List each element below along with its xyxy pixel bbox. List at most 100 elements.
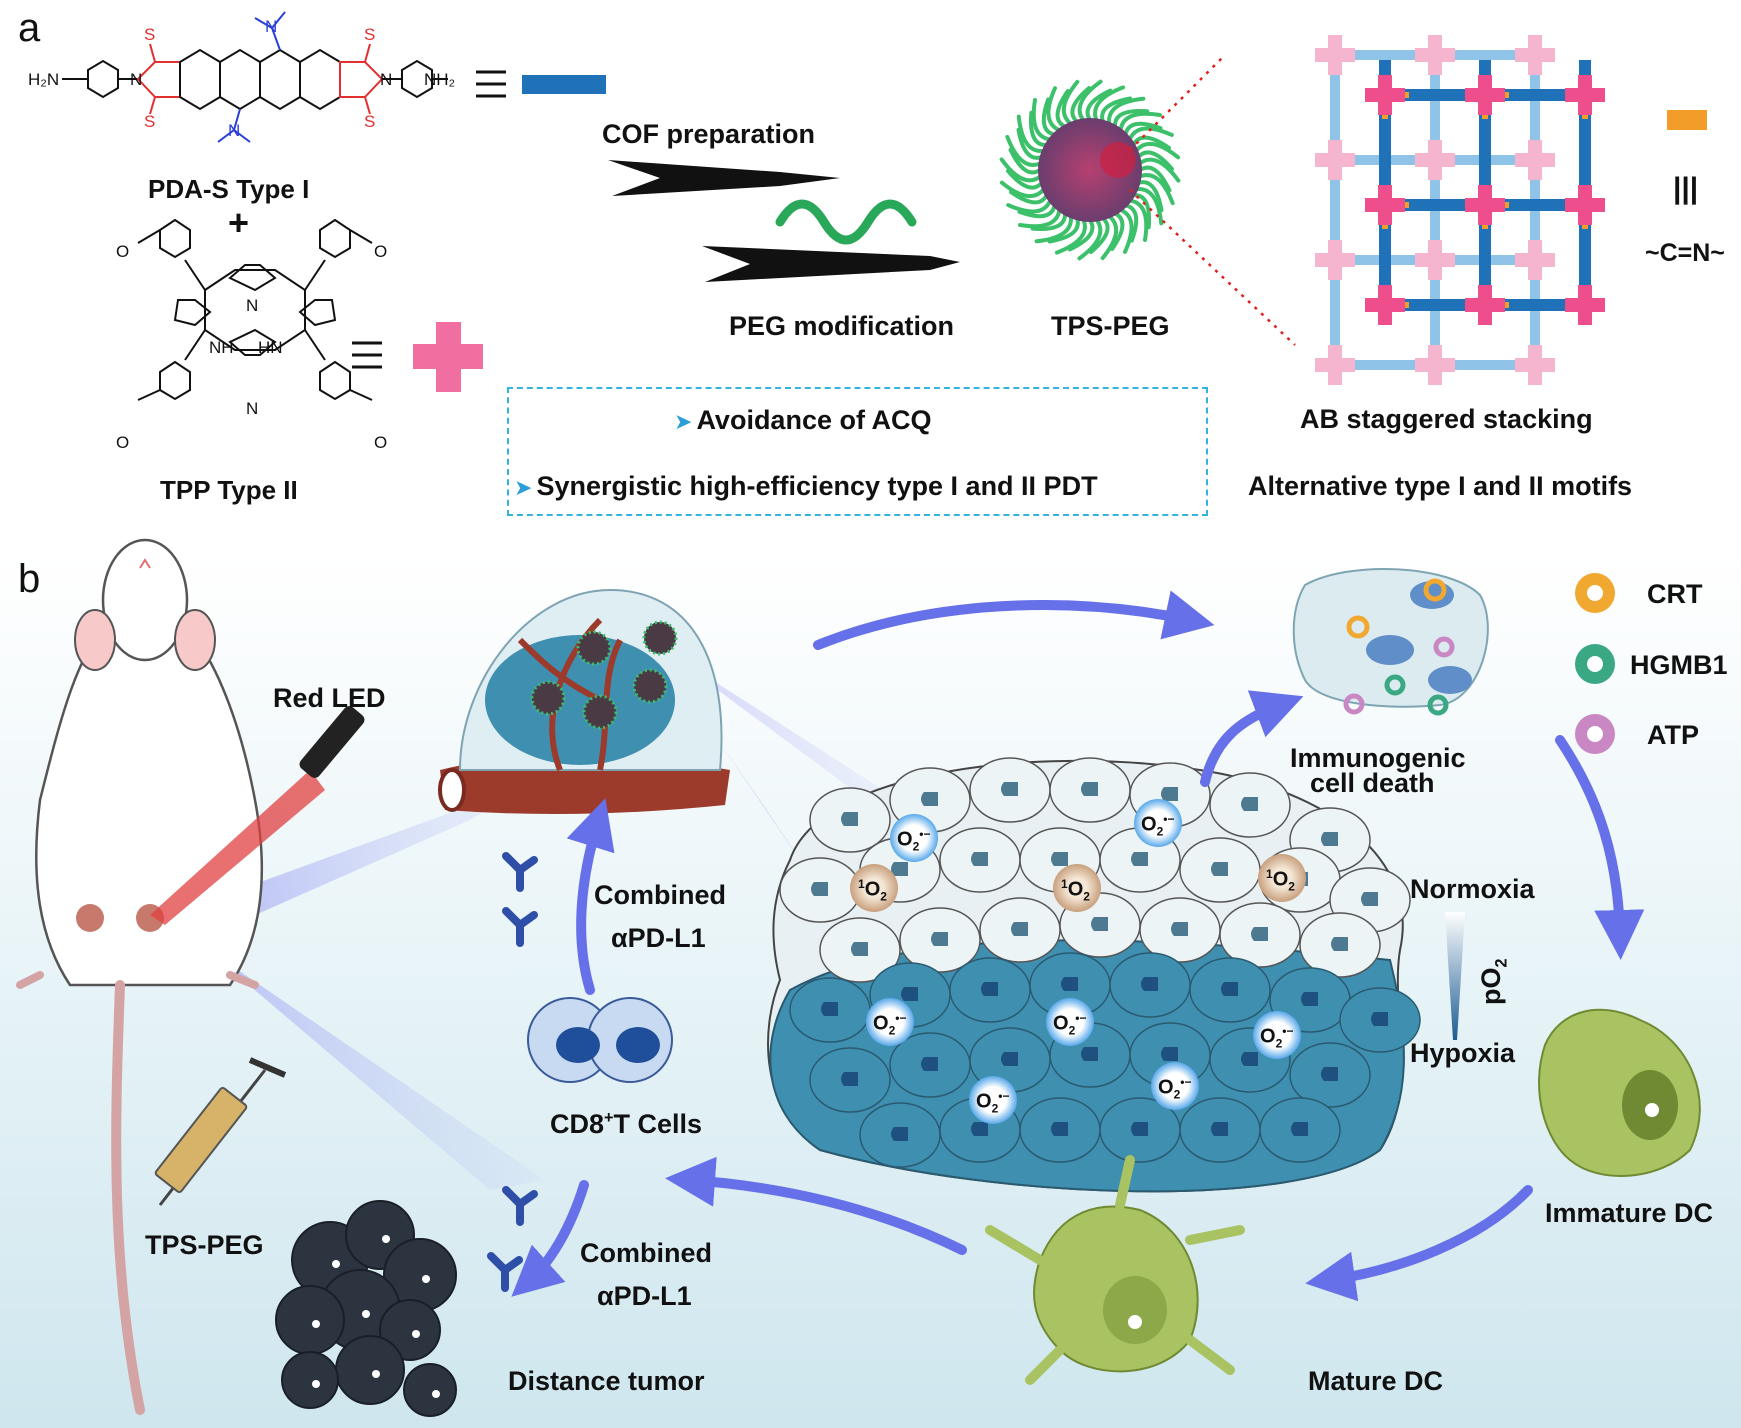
dead-tumor-cell: [281, 1351, 339, 1409]
superoxide-label: O2•−: [1053, 1012, 1086, 1037]
stacking-label: AB staggered stacking: [1300, 404, 1593, 434]
panel-letter-b: b: [18, 557, 41, 601]
injection-label: TPS-PEG: [145, 1230, 264, 1260]
superoxide-label: O2•−: [897, 828, 930, 853]
dead-tumor-cell: [379, 1299, 441, 1361]
primary-tumor: [438, 588, 730, 814]
lattice-front-layer: [1365, 60, 1605, 325]
singlet-base: O: [1067, 878, 1084, 901]
tpp-name: TPP Type II: [160, 475, 298, 505]
red-led-label: Red LED: [273, 683, 386, 713]
superoxide-sub: 2: [912, 839, 920, 854]
cd8-rest: T Cells: [613, 1109, 703, 1139]
atp-marker-hole: [1587, 726, 1603, 742]
tpp-n-top: N: [246, 296, 259, 315]
dead-tumor-cell: [275, 1285, 345, 1355]
superoxide-base: O: [1141, 813, 1157, 836]
cof-lattice: [1315, 35, 1605, 385]
singlet-sup: 1: [1061, 877, 1068, 891]
mature-dc-icon: [985, 1155, 1245, 1385]
imine-bond-symbol: [1667, 110, 1707, 130]
combined-2-line1: Combined: [580, 1238, 712, 1268]
po2-gradient-bar: [1445, 912, 1465, 1040]
cd8-t-cells-icon: [527, 997, 673, 1083]
superoxide-label: O2•−: [976, 1090, 1009, 1115]
equiv-sign-2: [352, 341, 382, 369]
icd-label-line1: Immunogenic: [1290, 743, 1466, 773]
po2-sub: 2: [1492, 958, 1511, 968]
sulfur-label-4: S: [364, 112, 376, 131]
legend-atp-label: ATP: [1647, 720, 1699, 750]
amine-right-label: NH₂: [424, 70, 456, 89]
sulfur-label-2: S: [144, 112, 156, 131]
superoxide-base: O: [873, 1012, 889, 1035]
sulfur-label-1: S: [144, 25, 156, 44]
cd8-label: CD8+T Cells: [550, 1110, 702, 1138]
superoxide-label: O2•−: [873, 1012, 906, 1037]
sulfur-label-3: S: [364, 25, 376, 44]
mature-dc-label: Mature DC: [1308, 1366, 1444, 1396]
superoxide-base: O: [897, 828, 913, 851]
tpp-n-bottom: N: [246, 399, 259, 418]
plus-sign: +: [228, 202, 250, 243]
singlet-oxygen-label: 1O2: [1061, 878, 1090, 903]
singlet-base: O: [864, 878, 881, 901]
zoom-line-bottom: [1129, 189, 1296, 346]
benefit-2-text: Synergistic high-efficiency type I and I…: [536, 471, 1098, 501]
superoxide-bubble-icon: [890, 814, 938, 862]
immature-dc-label: Immature DC: [1545, 1198, 1714, 1228]
step-cof-preparation: COF preparation: [602, 119, 816, 149]
benefits-callout: [507, 387, 1208, 516]
tumor-zoom: [767, 757, 1421, 1193]
singlet-sub: 2: [1083, 889, 1090, 904]
pda-linker-symbol: [522, 75, 606, 94]
cd8-sup: +: [604, 1109, 614, 1127]
tpp-node-symbol: [413, 322, 483, 392]
combined-2-line2: αPD-L1: [597, 1281, 692, 1311]
lattice-back-layer: [1315, 35, 1555, 385]
superoxide-sup: •−: [1180, 1075, 1192, 1089]
linkage-label: ~C=N~: [1645, 239, 1725, 267]
dead-tumor-cell: [335, 1335, 405, 1405]
distance-tumor-label: Distance tumor: [508, 1366, 705, 1396]
tps-peg-nanoparticle: [999, 79, 1181, 261]
superoxide-sub: 2: [1275, 1036, 1283, 1051]
superoxide-sub: 2: [1068, 1023, 1076, 1038]
benefit-1-text: Avoidance of ACQ: [696, 405, 932, 435]
cycle-arrows: [511, 590, 1645, 1302]
singlet-oxygen-label: 1O2: [1266, 868, 1295, 893]
dead-tumor-cell: [403, 1363, 457, 1417]
bullet-arrow-icon: ➤: [514, 475, 533, 500]
singlet-sub: 2: [880, 889, 887, 904]
superoxide-sub: 2: [1156, 824, 1164, 839]
icd-cell-cluster: [1292, 567, 1489, 716]
superoxide-sub: 2: [991, 1101, 999, 1116]
syringe-icon: [154, 1057, 287, 1206]
superoxide-sup: •−: [998, 1089, 1010, 1103]
dimethylamino-n-bottom: N: [228, 121, 241, 140]
superoxide-base: O: [1260, 1025, 1276, 1048]
po2-text: pO: [1476, 967, 1506, 1006]
singlet-sup: 1: [858, 877, 865, 891]
superoxide-base: O: [976, 1090, 992, 1113]
imide-n-left: N: [130, 70, 143, 89]
distant-tumor-icon: [275, 1200, 457, 1417]
superoxide-bubble-icon: [866, 998, 914, 1046]
immature-dc-icon: [1538, 1008, 1701, 1177]
superoxide-sup: •−: [1282, 1024, 1294, 1038]
legend-crt-label: CRT: [1647, 579, 1703, 609]
normoxia-label: Normoxia: [1410, 874, 1535, 904]
legend-hgmb1-label: HGMB1: [1630, 650, 1728, 680]
superoxide-sup: •−: [919, 827, 931, 841]
singlet-oxygen-label: 1O2: [858, 878, 887, 903]
motifs-label: Alternative type I and II motifs: [1248, 471, 1633, 501]
cd8-text: CD8: [550, 1109, 605, 1139]
mouse-illustration: [16, 538, 264, 1415]
hypoxia-label: Hypoxia: [1410, 1038, 1516, 1068]
imide-n-right: N: [380, 70, 393, 89]
superoxide-sub: 2: [888, 1023, 896, 1038]
superoxide-label: O2•−: [1141, 813, 1174, 838]
superoxide-sub: 2: [1173, 1087, 1181, 1102]
combined-1-line2: αPD-L1: [611, 923, 706, 953]
